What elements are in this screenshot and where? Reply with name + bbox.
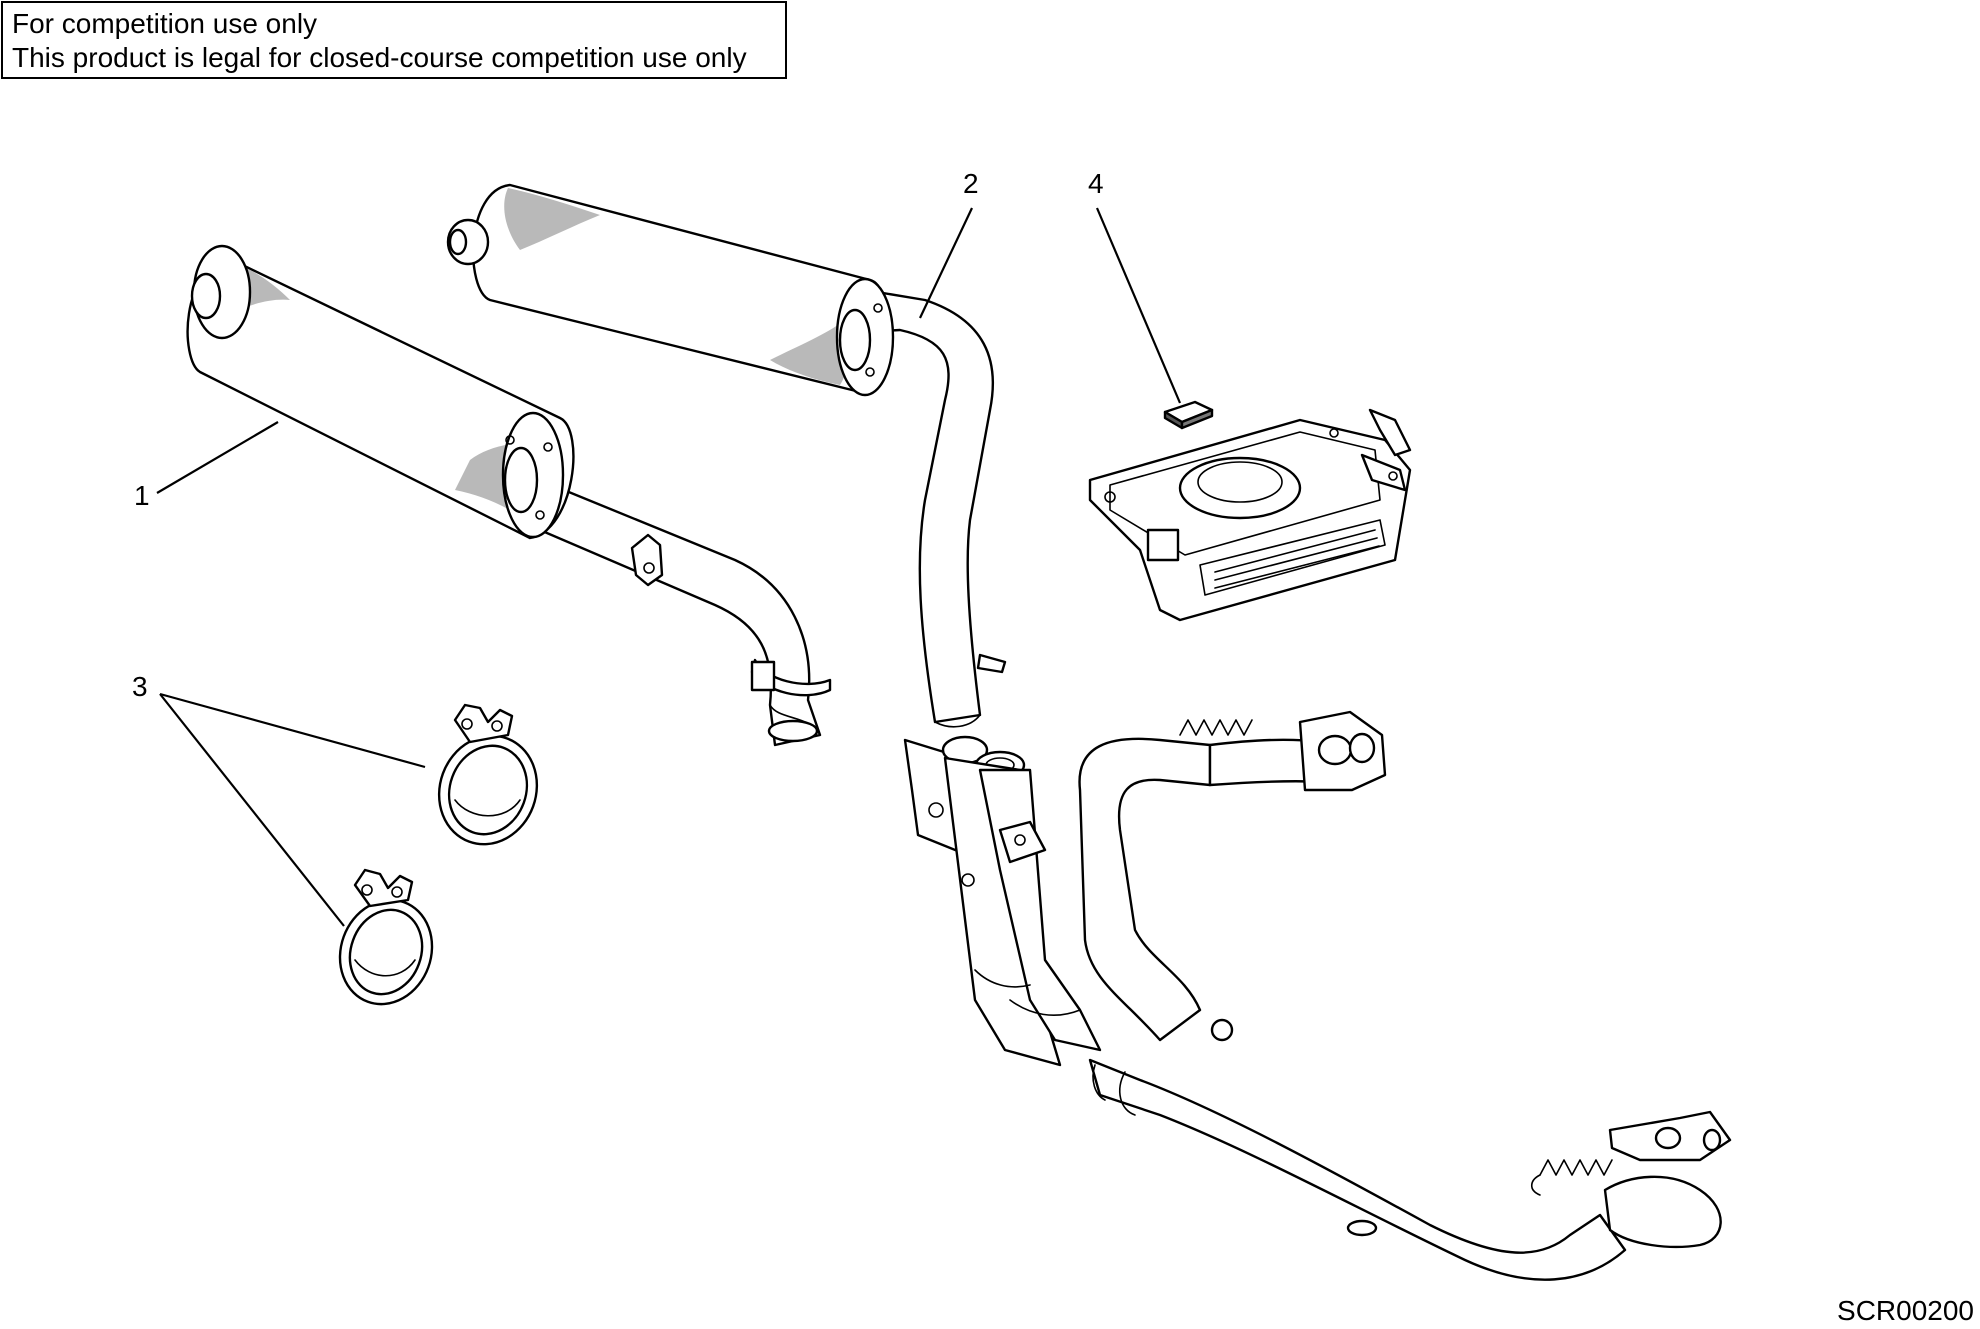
ecu-chip [1163, 400, 1214, 430]
callout-2: 2 [963, 168, 979, 199]
callout-3: 3 [132, 671, 148, 702]
drawing-code: SCR00200 [1837, 1295, 1974, 1326]
exhaust-headers [903, 710, 1732, 1281]
silencer-1 [186, 244, 832, 747]
competition-notice: For competition use only This product is… [1, 1, 787, 79]
silencer-2 [446, 183, 1007, 728]
notice-line-1: For competition use only [12, 8, 318, 39]
notice-line-2: This product is legal for closed-course … [12, 42, 747, 73]
callout-1: 1 [134, 480, 150, 511]
clamp-lower [338, 868, 434, 1006]
clamp-upper [437, 703, 539, 846]
ecu-unit [1088, 408, 1412, 622]
callout-4: 4 [1088, 168, 1104, 199]
leader-lines [156, 207, 1182, 927]
